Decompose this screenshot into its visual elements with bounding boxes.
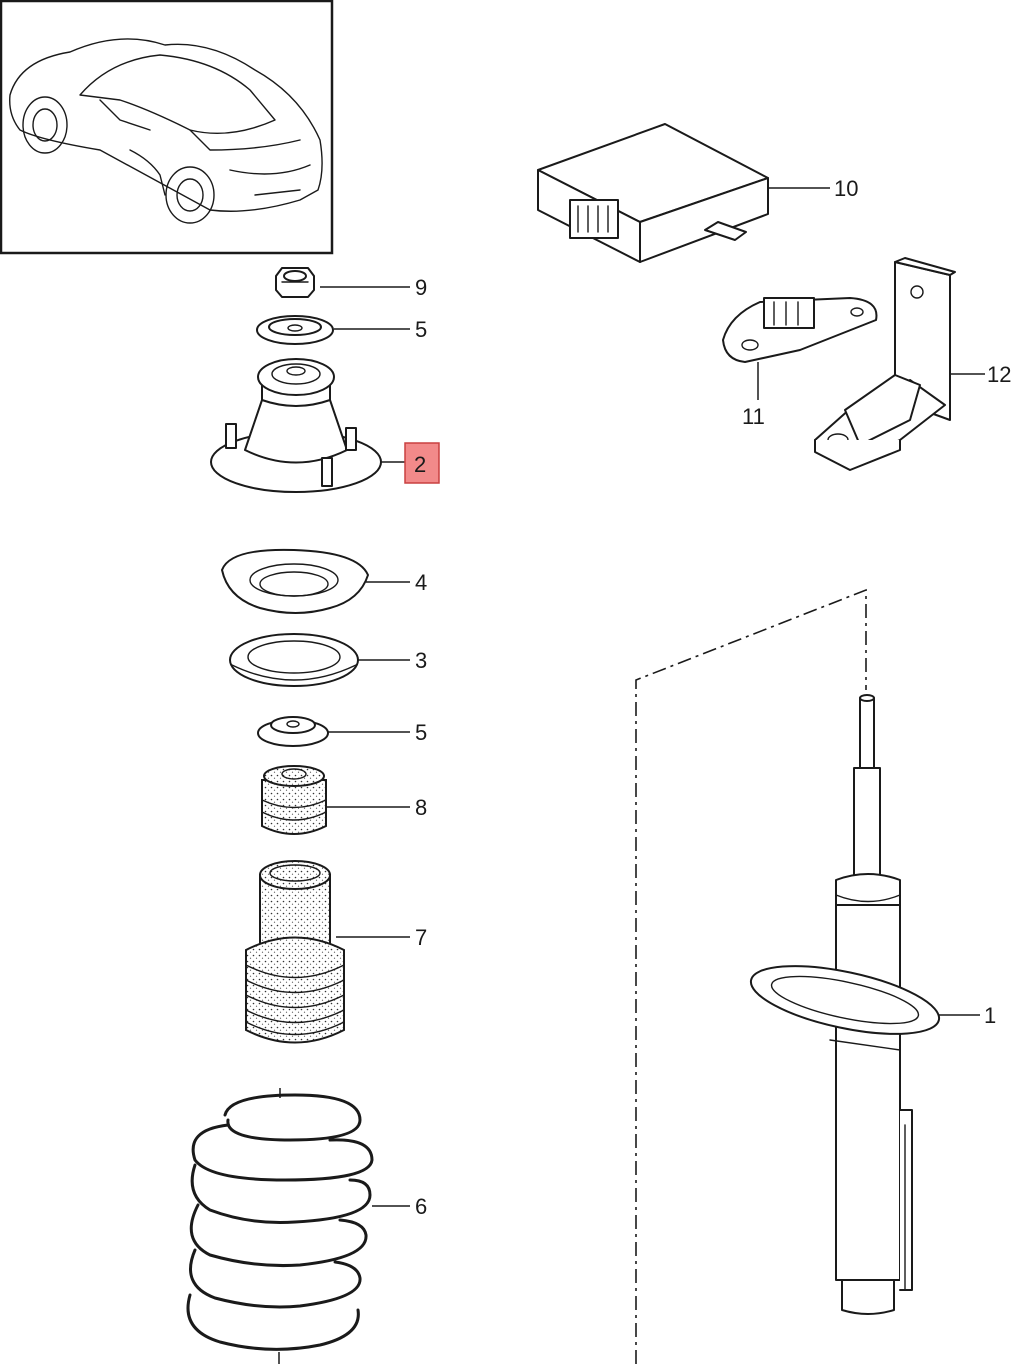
part-5-washer-lower[interactable] bbox=[257, 716, 329, 747]
callout-1[interactable]: 1 bbox=[984, 1003, 996, 1028]
callout-7[interactable]: 7 bbox=[415, 925, 427, 950]
part-10-control-unit[interactable] bbox=[537, 123, 769, 263]
callout-12-label: 12 bbox=[987, 362, 1011, 387]
callout-4[interactable]: 4 bbox=[415, 570, 427, 595]
callout-7-label: 7 bbox=[415, 925, 427, 950]
leader-lines bbox=[320, 187, 985, 1207]
car-outline-icon bbox=[9, 38, 323, 224]
callout-11-label: 11 bbox=[742, 404, 765, 429]
part-3-ring[interactable] bbox=[229, 633, 359, 687]
vehicle-thumbnail-frame bbox=[0, 0, 334, 255]
callout-2-label: 2 bbox=[414, 452, 426, 477]
part-11-bracket[interactable] bbox=[722, 297, 878, 363]
part-7-protective-boot[interactable] bbox=[245, 860, 345, 1044]
part-12-mounting-bracket[interactable] bbox=[814, 257, 956, 471]
callout-10-label: 10 bbox=[834, 176, 858, 201]
part-6-coil-spring[interactable] bbox=[186, 1088, 374, 1364]
callout-6-label: 6 bbox=[415, 1194, 427, 1219]
callout-11[interactable]: 11 bbox=[742, 404, 765, 429]
callout-10[interactable]: 10 bbox=[834, 176, 858, 201]
callout-5-top[interactable]: 5 bbox=[415, 317, 427, 342]
callout-5-lower-label: 5 bbox=[415, 720, 427, 745]
callout-5-top-label: 5 bbox=[415, 317, 427, 342]
callout-3[interactable]: 3 bbox=[415, 648, 427, 673]
part-8-bump-stop[interactable] bbox=[261, 765, 327, 835]
callout-9[interactable]: 9 bbox=[415, 275, 427, 300]
part-1-shock-absorber[interactable] bbox=[745, 694, 944, 1315]
part-9-nut[interactable] bbox=[275, 267, 315, 298]
part-2-strut-mount[interactable] bbox=[210, 358, 382, 493]
assembly-reference-line bbox=[635, 588, 867, 1364]
callout-2-highlighted[interactable]: 2 bbox=[404, 442, 440, 484]
vehicle-thumbnail[interactable] bbox=[0, 0, 334, 255]
callout-5-lower[interactable]: 5 bbox=[415, 720, 427, 745]
callout-4-label: 4 bbox=[415, 570, 427, 595]
callout-8[interactable]: 8 bbox=[415, 795, 427, 820]
callout-12[interactable]: 12 bbox=[987, 362, 1011, 387]
part-5-washer-top[interactable] bbox=[256, 315, 334, 345]
callout-8-label: 8 bbox=[415, 795, 427, 820]
callout-3-label: 3 bbox=[415, 648, 427, 673]
callout-9-label: 9 bbox=[415, 275, 427, 300]
callout-6[interactable]: 6 bbox=[415, 1194, 427, 1219]
callout-1-label: 1 bbox=[984, 1003, 996, 1028]
part-4-spring-seat[interactable] bbox=[221, 548, 369, 614]
callout-2-highlight-box bbox=[404, 442, 440, 484]
